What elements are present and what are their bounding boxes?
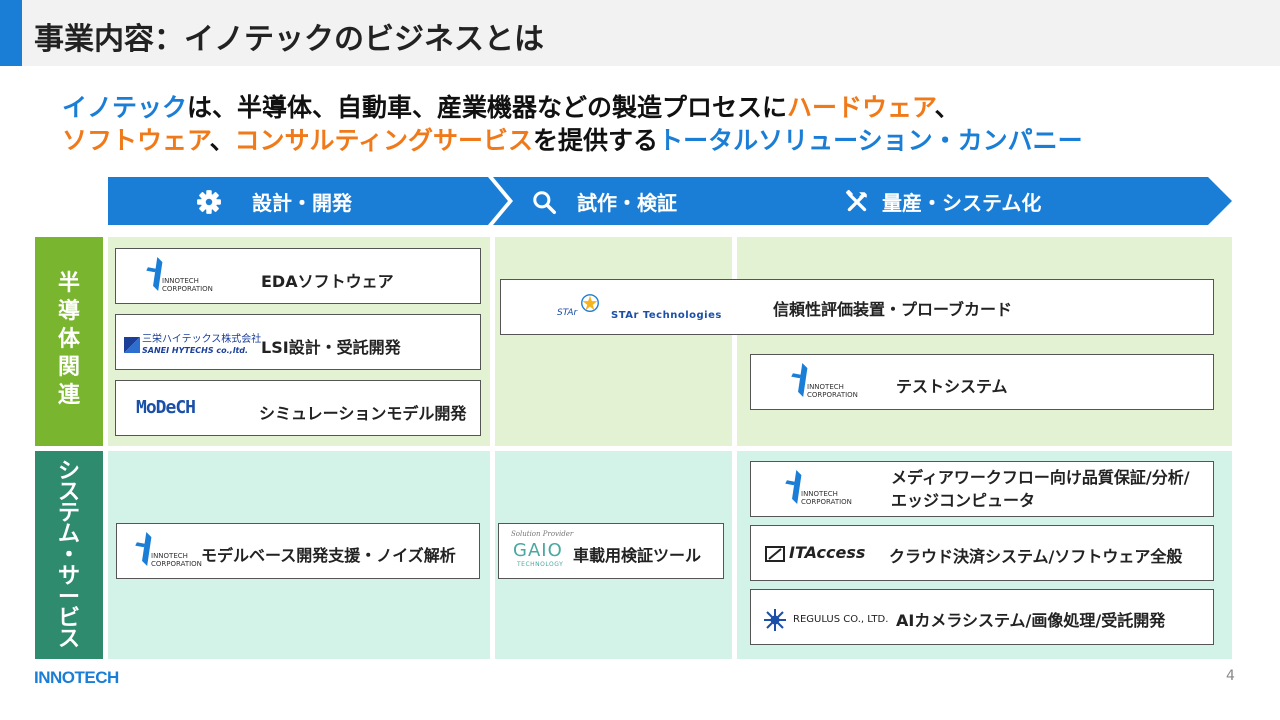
footer-innotech-logo: INNOTECH [34,668,119,687]
headline-segment: 、 [209,126,235,155]
title-accent-bar [0,0,22,66]
item-label: LSI設計・受託開発 [261,338,401,357]
star-logo-mark-text: STAr [557,308,578,318]
row-label-system-service: シ ス テ ム ・ サ ー ビ ス [35,451,103,659]
headline-segment: を提供する [533,126,659,155]
cell-semi-prototype [495,237,732,446]
sanei-logo-text: 三栄ハイテックス株式会社 SANEI HYTECHS co.,ltd. [142,334,262,355]
phase-prototype: 試作・検証 [493,177,756,225]
headline-segment: イノテック [62,93,188,122]
modech-logo: MoDeCH [136,397,196,418]
item-label: 車載用検証ツール [573,546,702,565]
innotech-logo-mark [791,363,808,397]
innotech-logo-mark [785,470,802,504]
headline-segment: トータルソリューション・カンパニー [658,126,1083,155]
phase-label: 設計・開発 [252,191,352,215]
item-cloud-payment: ITAccess クラウド決済システム/ソフトウェア全般 [750,525,1214,581]
item-lsi-design: 三栄ハイテックス株式会社 SANEI HYTECHS co.,ltd. LSI設… [115,314,481,370]
item-label: EDAソフトウェア [261,272,394,291]
item-ai-camera: REGULUS CO., LTD. AIカメラシステム/画像処理/受託開発 [750,589,1214,645]
headline-segment: は、半導体、自動車、産業機器などの製造プロセスに [187,93,788,122]
page-number: 4 [1226,668,1235,684]
search-icon [533,191,557,215]
gaio-logo-script: Solution Provider [511,530,574,538]
item-label: シミュレーションモデル開発 [259,404,467,423]
sanei-logo-mark [124,337,140,353]
item-label: AIカメラシステム/画像処理/受託開発 [896,611,1166,630]
innotech-logo-mark [146,257,163,291]
cell-semi-mass [737,237,1232,446]
phase-label: 試作・検証 [577,191,677,215]
regulus-logo: REGULUS CO., LTD. [793,614,889,625]
item-simulation-model: MoDeCH シミュレーションモデル開発 [115,380,481,436]
itaccess-logo: ITAccess [789,543,866,562]
headline-segment: 、 [934,93,960,122]
item-label: メディアワークフロー向け品質保証/分析/ エッジコンピュータ [891,468,1190,510]
row-label-semiconductor: 半 導 体 関 連 [35,237,103,446]
tools-icon [846,189,867,212]
title-bar: 事業内容：イノテックのビジネスとは [0,0,1280,66]
phase-design: 設計・開発 [108,177,508,225]
headline-segment: コンサルティングサービス [234,126,534,155]
phase-mass-production: 量産・システム化 [732,177,1232,225]
star-logo-name: STAr Technologies [611,310,722,321]
item-label: テストシステム [896,377,1008,396]
gaio-logo-sub: TECHNOLOGY [517,561,564,568]
innotech-logo-mark [135,532,152,566]
page-title: 事業内容：イノテックのビジネスとは [34,22,544,57]
item-reliability-probe-card: STAr STAr Technologies 信頼性評価装置・プローブカード [500,279,1214,335]
headline-line-1: イノテックは、半導体、自動車、産業機器などの製造プロセスにハードウェア、 [62,88,960,124]
headline-segment: ハードウェア [787,93,935,122]
item-label: 信頼性評価装置・プローブカード [773,300,1013,319]
star-logo-mark [581,294,599,312]
itaccess-logo-mark [765,546,785,562]
item-label: クラウド決済システム/ソフトウェア全般 [889,547,1183,566]
headline-line-2: ソフトウェア、コンサルティングサービスを提供するトータルソリューション・カンパニ… [62,121,1083,157]
gear-icon [197,190,221,214]
headline-segment: ソフトウェア [62,126,210,155]
gaio-logo: GAIO [513,540,563,561]
item-label: モデルベース開発支援・ノイズ解析 [201,546,456,565]
regulus-logo-mark [764,609,786,631]
item-automotive-verification: Solution Provider GAIO TECHNOLOGY 車載用検証ツ… [498,523,724,579]
phase-label: 量産・システム化 [882,191,1042,215]
